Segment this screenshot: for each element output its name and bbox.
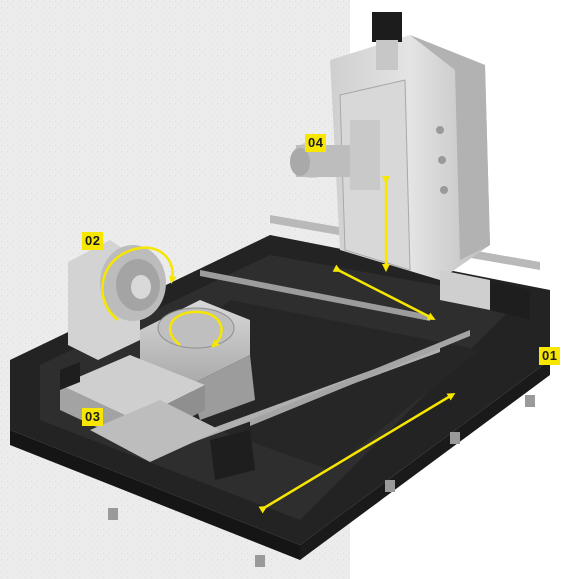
tilt-rotation-arrow <box>101 246 177 321</box>
label-03: 03 <box>82 408 104 426</box>
x-axis-arrow <box>258 392 456 514</box>
motors <box>60 270 530 480</box>
y-axis-arrow <box>332 264 436 320</box>
cross-table <box>60 355 220 462</box>
spindle-head <box>290 120 380 190</box>
motion-arrows <box>101 176 456 514</box>
table-rotation-arrow <box>168 310 223 348</box>
label-04: 04 <box>305 134 327 152</box>
label-02: 02 <box>82 232 104 250</box>
label-01: 01 <box>539 347 561 365</box>
rotary-tilt-table <box>68 240 166 360</box>
